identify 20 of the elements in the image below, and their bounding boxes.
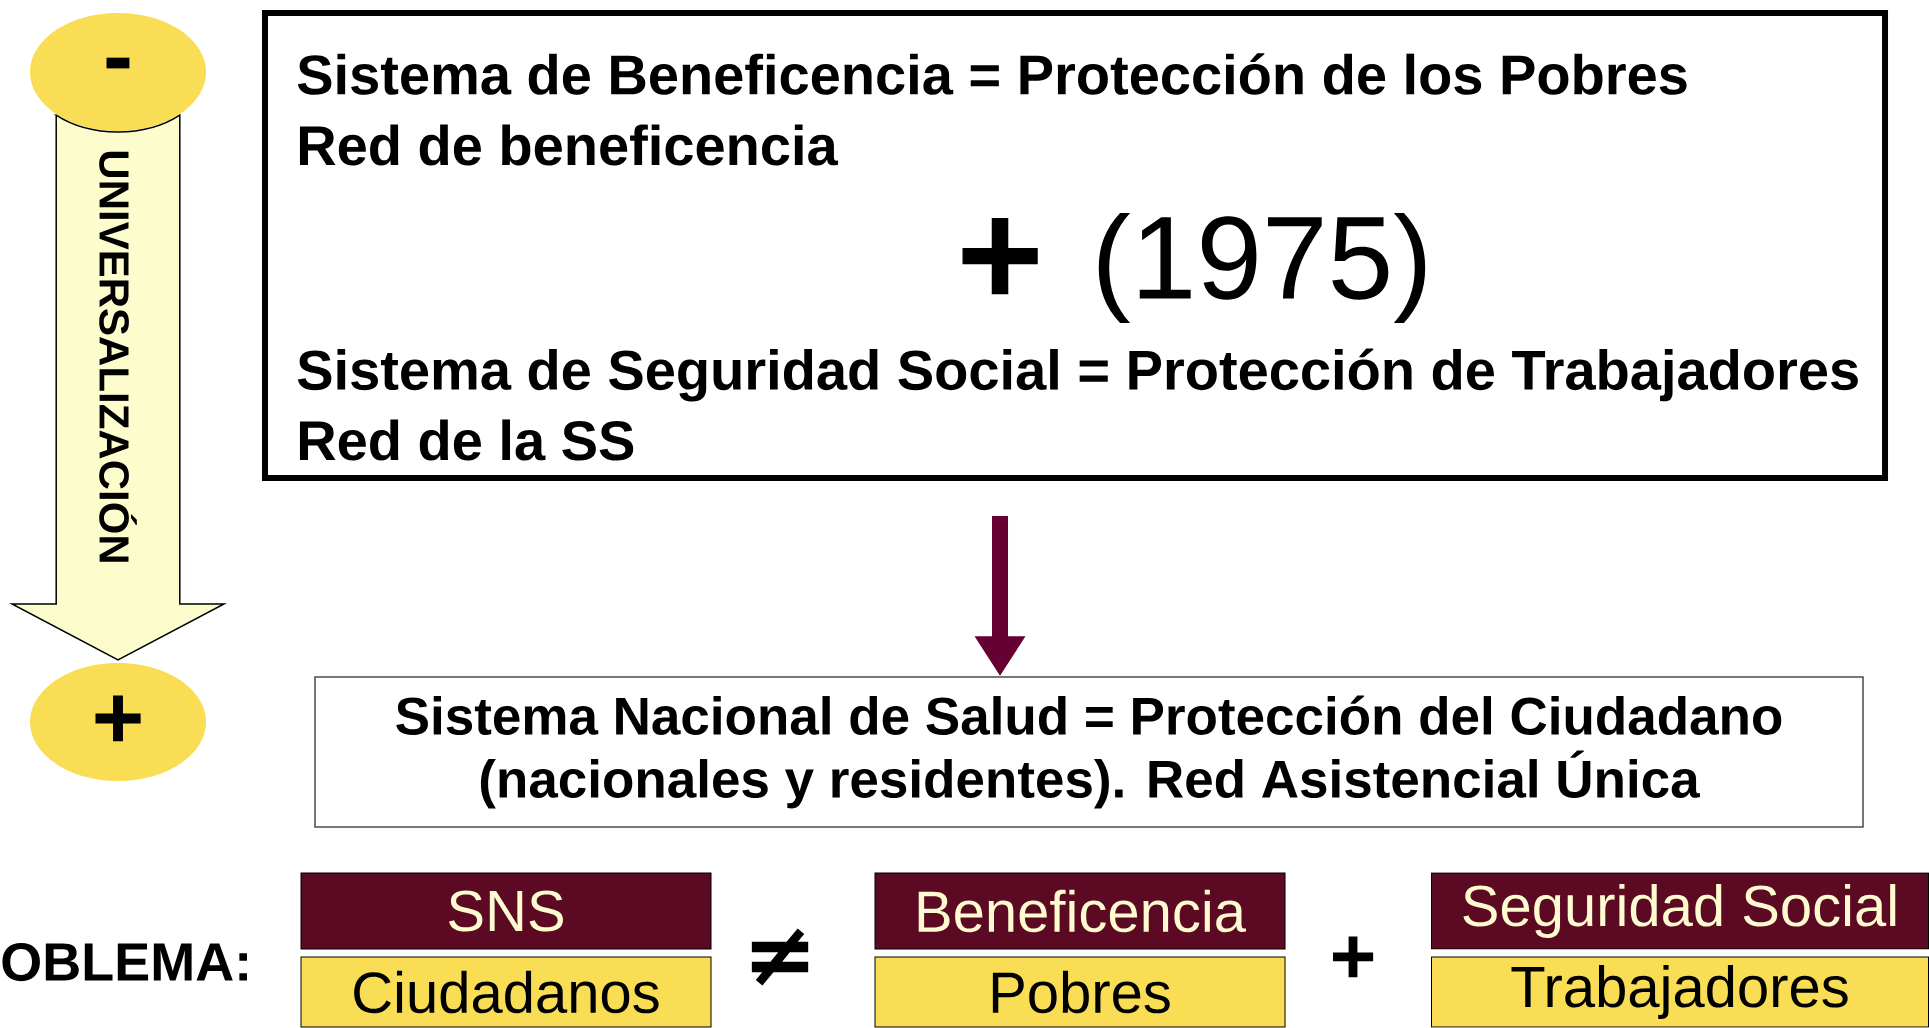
edge-label: UNIVERSALIZACIÓN xyxy=(99,151,137,562)
category-cell: Pobres xyxy=(874,956,1286,1028)
category-cell: Ciudadanos xyxy=(300,956,712,1028)
category-cell: Beneficencia xyxy=(874,872,1286,950)
category-cell: Trabajadores xyxy=(1431,956,1929,1028)
block-arrow xyxy=(11,114,225,661)
box-text: Sistema Nacional de Salud = Protección del Ciudadano (nacionales y residentes). Red Asistencial Única xyxy=(396,695,1782,809)
operator-sign: + xyxy=(1333,936,1374,978)
box-text: (1975) xyxy=(1098,213,1426,323)
box-text: Red de beneficencia xyxy=(299,124,839,166)
problem-label: OBLEMA: xyxy=(2,942,247,982)
category-cell: Seguridad Social xyxy=(1431,872,1929,950)
box-text: + xyxy=(962,218,1038,295)
system-box xyxy=(262,10,1888,481)
box-text: Red de la SS xyxy=(299,419,634,461)
operator-sign: ≠ xyxy=(751,928,809,986)
result-box xyxy=(314,676,1864,828)
category-cell: SNS xyxy=(300,872,712,950)
box-text: Sistema de Seguridad Social = Protección de Trabajadores xyxy=(297,348,1858,402)
box-text: Sistema de Beneficencia = Protección de los Pobres xyxy=(297,53,1687,95)
